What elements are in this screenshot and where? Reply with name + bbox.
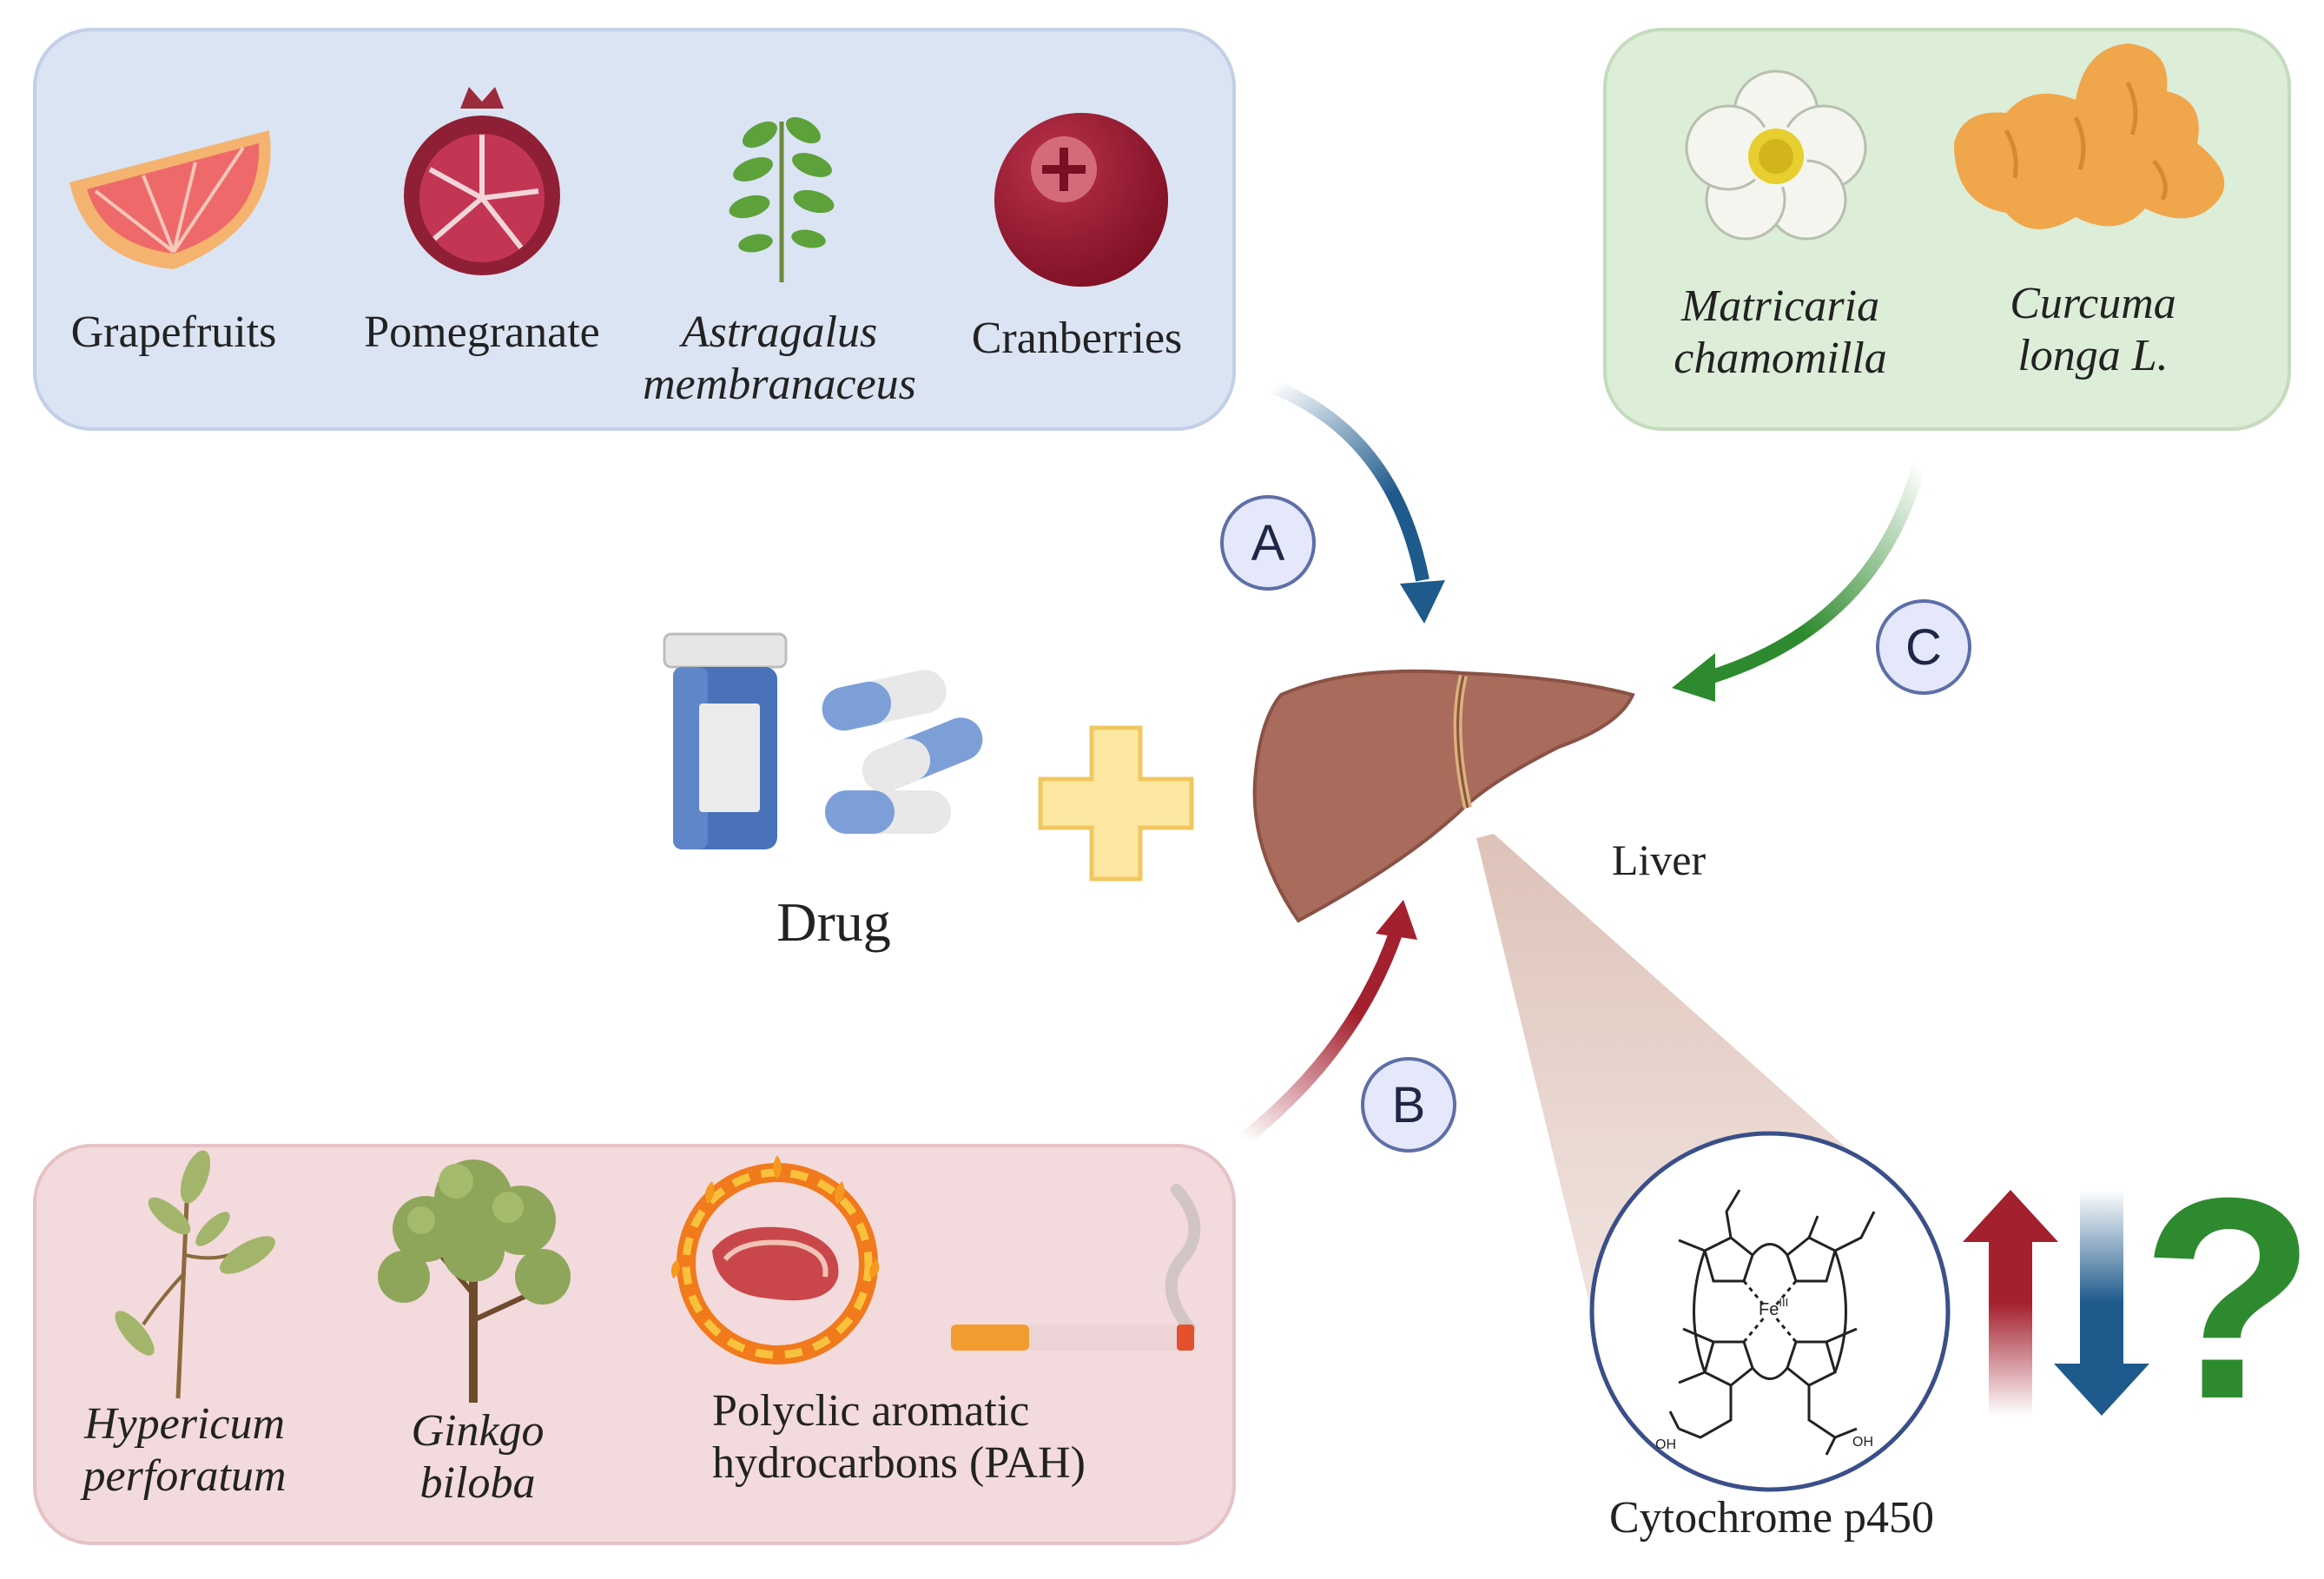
group-a-item-label: Pomegranate (364, 307, 600, 357)
group-c-item-label: Curcuma longa L. (2010, 279, 2176, 380)
grapefruit-icon (69, 130, 271, 269)
drug-label: Drug (776, 891, 891, 953)
group-c-item-label: Matricaria chamomilla (1674, 281, 1887, 383)
pomegranate-icon (404, 87, 560, 275)
liver-label: Liver (1611, 836, 1707, 884)
capsules-icon (822, 670, 983, 834)
ginkgo-tree-icon (378, 1159, 571, 1403)
arrow-b (1239, 900, 1417, 1146)
turmeric-root-icon (1954, 43, 2225, 229)
chamomile-flower-icon (1685, 69, 1867, 241)
cigarette-icon (951, 1184, 1201, 1351)
increase-arrow-icon (1963, 1190, 2058, 1416)
group-a-item-label: Grapefruits (70, 307, 277, 357)
group-a-item-label: Astragalus membranaceus (643, 307, 916, 409)
label-a-badge: A (1220, 495, 1316, 591)
pill-bottle-icon (663, 632, 788, 849)
group-b-item-label: Hypericum perforatum (83, 1399, 287, 1501)
hypericum-plant-icon (115, 1150, 275, 1399)
astragalus-icon (729, 116, 835, 282)
heme-fe-label: FeIII (1759, 1296, 1788, 1319)
fire-ring-meat-icon (670, 1155, 880, 1364)
question-mark: ? (2141, 1138, 2316, 1458)
enzyme-label: Cytochrome p450 (1608, 1493, 1935, 1543)
liver-icon (1252, 669, 1635, 923)
plus-icon (1038, 725, 1194, 882)
group-b-item-label: Polyclic aromatic hydrocarbons (PAH) (712, 1386, 1086, 1488)
arrow-a (1270, 380, 1445, 624)
group-b-item-label: Ginkgo biloba (411, 1406, 545, 1508)
arrow-c (1672, 462, 1926, 702)
heme-cooh-left-label: OH (1655, 1437, 1676, 1452)
label-c-badge: C (1876, 599, 1971, 695)
cranberry-icon (994, 113, 1168, 287)
label-b-badge: B (1361, 1057, 1456, 1153)
heme-cooh-right-label: OH (1852, 1435, 1873, 1450)
decrease-arrow-icon (2054, 1190, 2149, 1416)
group-a-item-label: Cranberries (971, 314, 1183, 363)
heme-structure-icon: FeIII OH OH (1589, 1131, 1951, 1492)
